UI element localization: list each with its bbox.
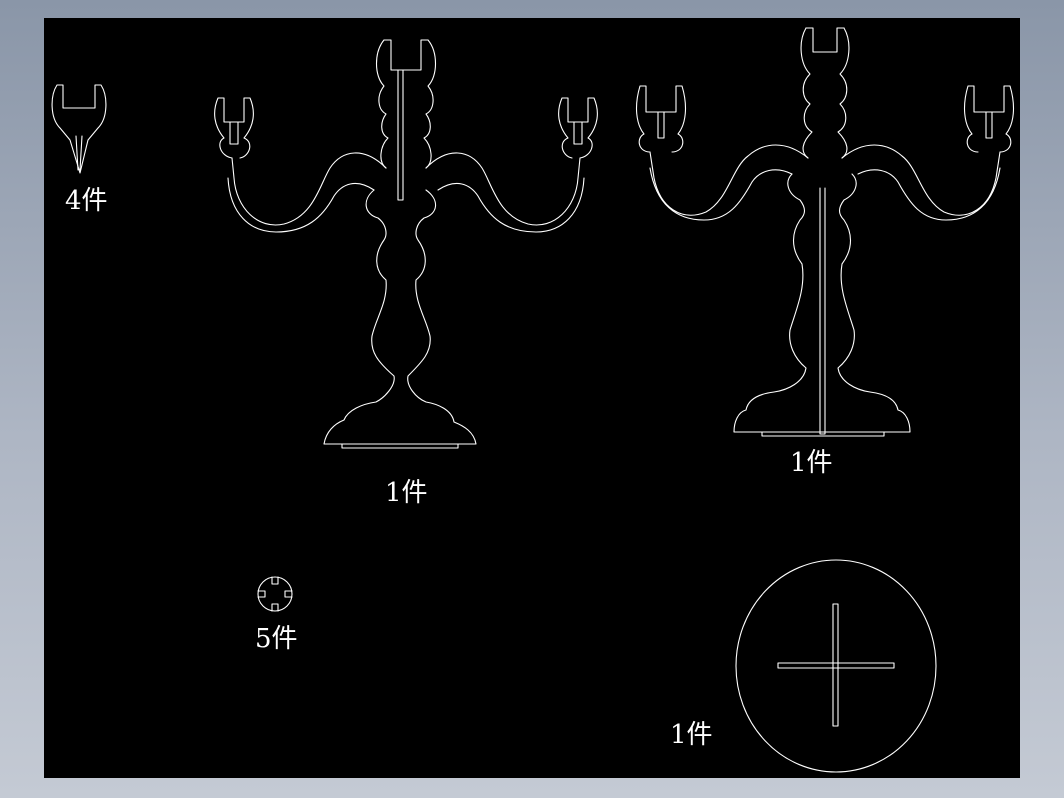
quantity-label-candelabra-front: 1件 bbox=[385, 478, 428, 508]
quantity-label-round-base: 1件 bbox=[670, 720, 713, 750]
cad-drawing bbox=[51, 27, 1015, 773]
cad-drawing-area: 4件 1件 1件 5件 1件 bbox=[44, 18, 1020, 778]
quantity-label-candelabra-side: 1件 bbox=[790, 448, 833, 478]
quantity-label-bobeche-ring: 5件 bbox=[255, 624, 298, 654]
round-base-part bbox=[735, 559, 937, 773]
candelabra-front-part bbox=[214, 39, 598, 449]
quantity-label-socket-clip: 4件 bbox=[65, 186, 108, 216]
bobeche-ring-part bbox=[257, 576, 293, 612]
candelabra-side-part bbox=[635, 27, 1015, 437]
socket-clip-part bbox=[51, 84, 107, 174]
